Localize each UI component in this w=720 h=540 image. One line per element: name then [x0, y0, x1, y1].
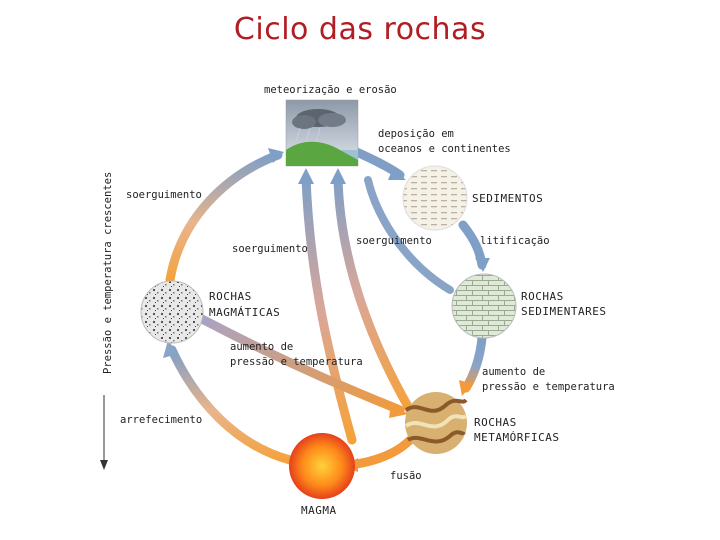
- label-cooling: arrefecimento: [120, 414, 202, 426]
- label-sedimentary-2: SEDIMENTARES: [521, 305, 606, 318]
- sedimentary-rock-image: [451, 273, 517, 339]
- magma-image: [289, 433, 355, 499]
- arrow-head-pressure-mid: [389, 403, 408, 418]
- arrow-uplift-mid: [301, 173, 357, 445]
- label-metamorphic-1: ROCHAS: [474, 416, 517, 429]
- label-pressure-mid-2: pressão e temperatura: [230, 356, 363, 368]
- axis-label: Pressão e temperatura crescentes: [102, 172, 114, 374]
- label-igneous-1: ROCHAS: [209, 290, 252, 303]
- page-title: Ciclo das rochas: [233, 12, 487, 47]
- label-lithification: litificação: [480, 235, 550, 247]
- arrow-uplift-left: [165, 150, 283, 285]
- arrow-head-uplift-left: [268, 148, 284, 163]
- igneous-rock-image: [140, 280, 204, 344]
- label-pressure-right-1: aumento de: [482, 366, 545, 378]
- arrow-head-deposition: [388, 168, 406, 180]
- arrow-head-pressure-right: [459, 380, 473, 396]
- sediments-image: [402, 165, 468, 231]
- label-uplift-mid: soerguimento: [232, 243, 308, 255]
- arrow-uplift-center: [333, 173, 415, 415]
- label-deposition-2: oceanos e continentes: [378, 143, 511, 155]
- label-deposition-1: deposição em: [378, 128, 454, 140]
- metamorphic-rock-image: [404, 392, 468, 454]
- label-sedimentary-1: ROCHAS: [521, 290, 564, 303]
- arrow-cooling: [167, 345, 295, 465]
- label-metamorphic-2: METAMÓRFICAS: [474, 431, 559, 444]
- label-sediments: SEDIMENTOS: [472, 192, 543, 205]
- label-weathering: meteorização e erosão: [264, 84, 397, 96]
- axis-arrow-head: [100, 460, 108, 470]
- weathering-image: [285, 99, 359, 167]
- label-pressure-right-2: pressão e temperatura: [482, 381, 615, 393]
- arrow-head-lithification: [475, 258, 490, 272]
- arrow-head-uplift-mid: [298, 168, 314, 184]
- label-melting: fusão: [390, 470, 422, 482]
- label-magma: MAGMA: [301, 504, 337, 517]
- arrow-head-uplift-center: [330, 168, 346, 184]
- label-uplift-center: soerguimento: [356, 235, 432, 247]
- arrow-pressure-right: [461, 333, 487, 393]
- arrow-head-cooling: [163, 340, 178, 358]
- arrow-pressure-mid: [195, 313, 405, 415]
- label-uplift-left: soerguimento: [126, 189, 202, 201]
- label-igneous-2: MAGMÁTICAS: [209, 306, 280, 319]
- label-pressure-mid-1: aumento de: [230, 341, 293, 353]
- arrow-melting: [345, 435, 415, 470]
- arrow-sed-return: [364, 176, 454, 294]
